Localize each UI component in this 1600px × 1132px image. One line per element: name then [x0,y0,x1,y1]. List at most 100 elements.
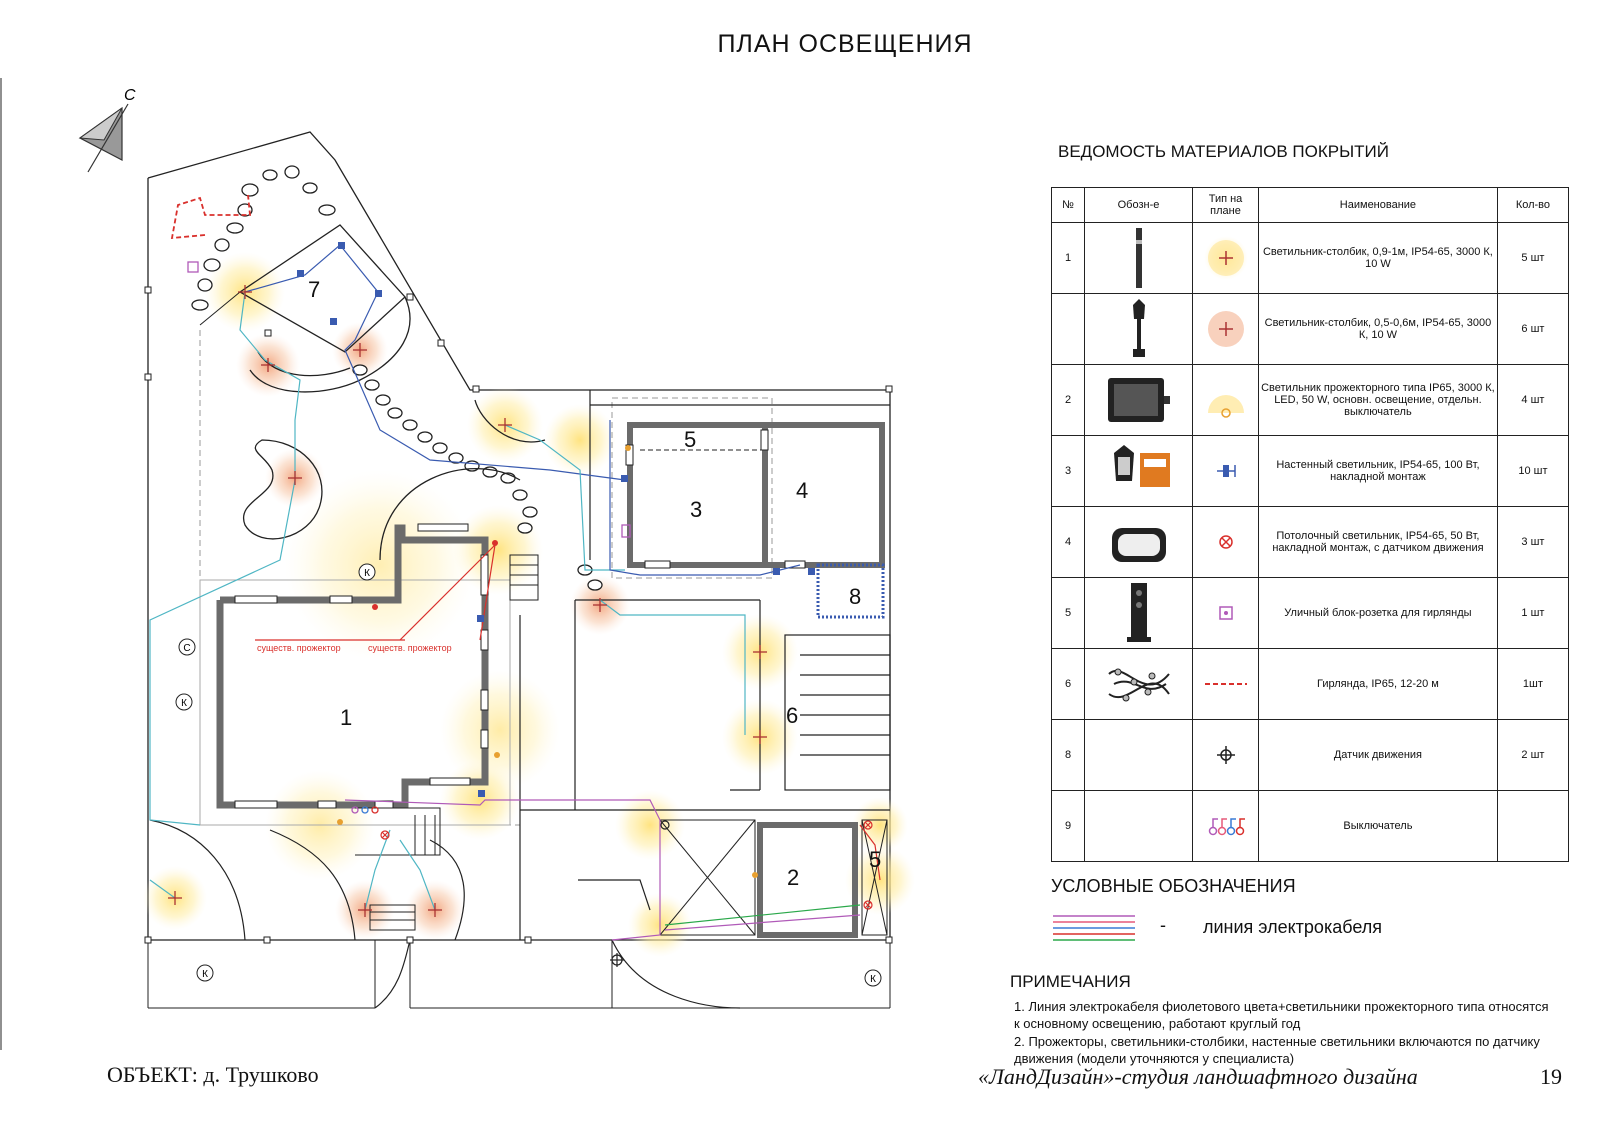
table-row: Светильник-столбик, 0,5-0,6м, IP54-65, 3… [1050,293,1570,365]
cable-lines-legend-icon [1053,915,1135,941]
row-num: 9 [1050,790,1086,862]
note-2: 2. Прожекторы, светильники-столбики, нас… [1014,1034,1540,1066]
row-num [1050,293,1086,365]
table-row: 3 Настенный светильник, IP54-65, 100 Вт,… [1050,435,1570,507]
spec-table: № Обозн-е Тип на плане Наименование Кол-… [1050,187,1570,862]
table-row: 8 Датчик движения 2 шт [1050,719,1570,791]
plan-symbol-cell [1191,648,1260,720]
switch-icon [1208,818,1245,836]
row-num: 1 [1050,222,1086,294]
plan-symbol-cell [1191,435,1260,507]
lantern-post-icon [1132,299,1145,357]
zone-label-7: 7 [308,277,320,302]
row-qty: 1шт [1496,648,1570,720]
col-header-designation: Обозн-е [1084,187,1193,223]
product-image-cell [1084,222,1193,294]
north-label: С [124,87,136,104]
zone-label-4: 4 [796,478,808,503]
row-name: Светильник прожекторного типа IP65, 3000… [1258,364,1498,436]
row-num: 5 [1050,577,1086,649]
plan-symbol-cell [1191,790,1260,862]
col-header-num: № [1050,187,1086,223]
ceiling-lamp-product-icon [1111,528,1166,562]
plan-symbol-cell [1191,577,1260,649]
table-row: 1 Светильник-столбик, 0,9-1м, IP54-65, 3… [1050,222,1570,294]
floodlight-icon [1207,395,1244,418]
product-image-cell [1084,790,1193,862]
spec-title: ВЕДОМОСТЬ МАТЕРИАЛОВ ПОКРЫТИЙ [1058,142,1389,161]
row-num: 2 [1050,364,1086,436]
row-name: Потолочный светильник, IP54-65, 50 Вт, н… [1258,506,1498,578]
row-num: 6 [1050,648,1086,720]
product-image-cell [1084,364,1193,436]
zone-label-3: 3 [690,497,702,522]
marker-k-3: К [202,969,208,980]
wall-light-icon [1216,465,1236,477]
studio-name: «ЛандДизайн»-студия ландшафтного дизайна [978,1064,1418,1089]
legend-cable-label: линия электрокабеля [1203,917,1382,937]
bollard-tall-icon [1135,228,1142,288]
annotation-existing-floodlight-2: существ. прожектор [368,643,452,653]
zone-label-2: 2 [787,865,799,890]
row-qty: 4 шт [1496,364,1570,436]
plan-symbol-cell [1191,293,1260,365]
row-qty [1496,790,1570,862]
table-row: 5 Уличный блок-розетка для гирлянды 1 шт [1050,577,1570,649]
zone-label-5b: 5 [869,847,881,872]
notes-title: ПРИМЕЧАНИЯ [1010,972,1131,991]
product-image-cell [1084,506,1193,578]
row-name: Уличный блок-розетка для гирлянды [1258,577,1498,649]
zone-label-1: 1 [340,705,352,730]
col-header-qty: Кол-во [1496,187,1570,223]
row-name: Датчик движения [1258,719,1498,791]
ceiling-light-icon [1218,535,1233,549]
product-image-cell [1084,719,1193,791]
zone-label-5a: 5 [684,427,696,452]
marker-c: С [183,643,190,654]
page-number: 19 [1540,1064,1562,1089]
col-header-name: Наименование [1258,187,1498,223]
row-name: Светильник-столбик, 0,9-1м, IP54-65, 300… [1258,222,1498,294]
motion-sensor-icon [1216,746,1235,764]
page-title: ПЛАН ОСВЕЩЕНИЯ [717,30,973,58]
row-num: 4 [1050,506,1086,578]
product-image-cell [1084,648,1193,720]
plan-symbol-cell [1191,364,1260,436]
garland-product-icon [1107,668,1170,702]
row-qty: 3 шт [1496,506,1570,578]
row-qty: 1 шт [1496,577,1570,649]
plan-symbol-cell [1191,506,1260,578]
table-row: 2 Светильник прожекторного типа IP65, 30… [1050,364,1570,436]
zone-label-8: 8 [849,584,861,609]
row-num: 8 [1050,719,1086,791]
socket-block-icon [1218,606,1233,620]
row-qty: 2 шт [1496,719,1570,791]
bollard-light-yellow-icon [1203,236,1248,280]
zone-label-6: 6 [786,703,798,728]
marker-k-4: К [870,974,876,985]
marker-k-2: К [181,698,187,709]
product-image-cell [1084,435,1193,507]
legend-dash: - [1160,915,1166,935]
socket-post-product-icon [1126,583,1151,642]
object-label: ОБЪЕКТ: д. Трушково [107,1062,319,1087]
note-1: 1. Линия электрокабеля фиолетового цвета… [1014,999,1549,1031]
product-image-cell [1084,577,1193,649]
col-header-type: Тип на плане [1191,187,1260,223]
north-arrow-icon: С [78,87,136,173]
lighting-plan-drawing: С [0,78,915,1050]
marker-k-1: К [364,568,370,579]
legend-title: УСЛОВНЫЕ ОБОЗНАЧЕНИЯ [1051,876,1296,896]
row-name: Гирлянда, IP65, 12-20 м [1258,648,1498,720]
table-row: 4 Потолочный светильник, IP54-65, 50 Вт,… [1050,506,1570,578]
floodlight-product-icon [1107,378,1170,422]
row-qty: 6 шт [1496,293,1570,365]
row-name: Выключатель [1258,790,1498,862]
row-name: Настенный светильник, IP54-65, 100 Вт, н… [1258,435,1498,507]
plan-symbol-cell [1191,222,1260,294]
annotation-existing-floodlight-1: существ. прожектор [257,643,341,653]
table-row: 6 Гирлянда, IP65, 12-20 м 1шт [1050,648,1570,720]
row-qty: 10 шт [1496,435,1570,507]
bollard-light-red-icon [1207,311,1244,347]
product-image-cell [1084,293,1193,365]
